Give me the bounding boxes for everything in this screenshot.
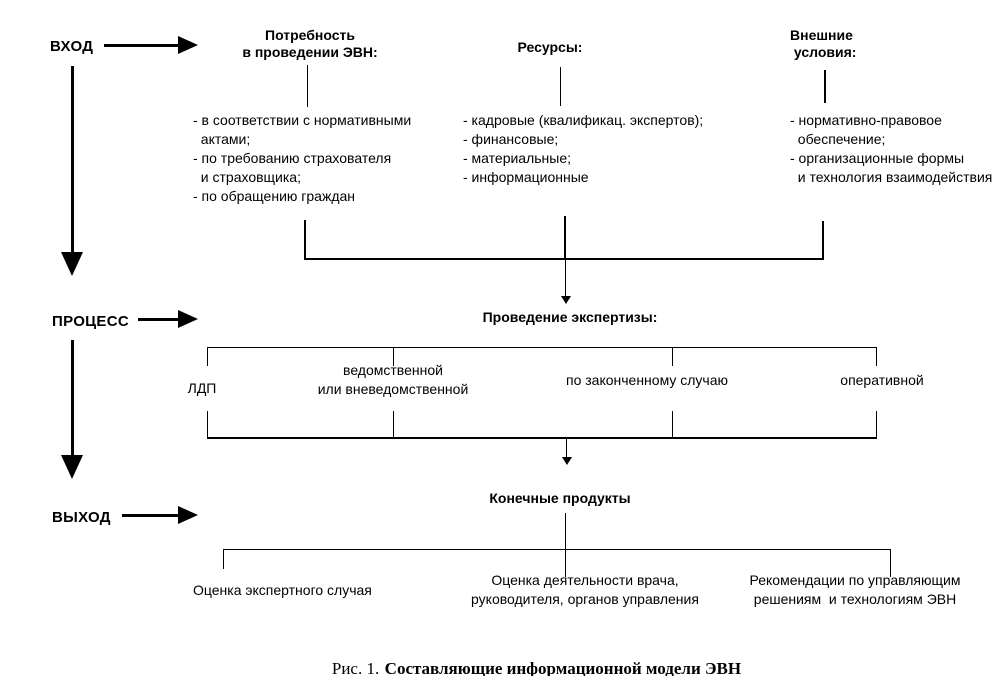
branch-label-departmental: ведомственной или вневедомственной	[317, 362, 469, 397]
caption-prefix: Рис. 1.	[331, 659, 380, 676]
branch-arrow-line	[566, 439, 567, 457]
product-label-expert-case: Оценка экспертного случая	[193, 582, 372, 598]
branch-top-line	[207, 347, 877, 348]
branch-label-completed-case: по законченному случаю	[565, 372, 728, 388]
collector-line	[304, 258, 824, 260]
collector-leg-resources	[564, 216, 566, 258]
branch-bottom-tick-1	[207, 411, 208, 437]
expertise-title: Проведение экспертизы:	[482, 309, 658, 325]
collector-leg-need	[304, 220, 306, 258]
need-column-connector	[307, 65, 308, 107]
resources-column-connector	[560, 67, 561, 106]
product-label-recommendations: Рекомендации по управляющим решениям и т…	[749, 572, 961, 607]
input-arrow-line	[104, 44, 178, 47]
process-arrow-line	[138, 318, 178, 321]
products-tick-left	[223, 549, 224, 569]
need-column-title: Потребность в проведении ЭВН:	[242, 27, 378, 60]
external-column-title: Внешние условия:	[790, 27, 857, 60]
branch-bottom-tick-3	[672, 411, 673, 437]
need-column-items: - в соответствии с нормативными актами; …	[193, 112, 412, 204]
collector-arrowhead-icon	[561, 296, 571, 304]
output-arrow-line	[122, 514, 178, 517]
output-arrowhead-icon	[178, 506, 198, 524]
branch-bottom-tick-2	[393, 411, 394, 437]
branch-label-operational: оперативной	[840, 372, 924, 388]
stage-process-label: ПРОЦЕСС	[52, 313, 129, 330]
stage-output-label: ВЫХОД	[52, 509, 111, 526]
resources-column-title: Ресурсы:	[517, 39, 583, 55]
input-down-line	[71, 66, 74, 252]
collector-leg-external	[822, 221, 824, 258]
branch-top-tick-1	[207, 347, 208, 366]
branch-label-ldp: ЛДП	[187, 380, 217, 396]
products-connector	[565, 513, 566, 549]
products-tick-right	[890, 549, 891, 577]
branch-top-tick-3	[672, 347, 673, 366]
external-column-connector	[824, 70, 826, 103]
stage-input-label: ВХОД	[50, 38, 94, 55]
figure-caption: Рис. 1.Составляющие информационной модел…	[50, 640, 1006, 676]
process-down-line	[71, 340, 74, 455]
external-column-items: - нормативно-правовое обеспечение; - орг…	[790, 112, 993, 185]
input-arrowhead-icon	[178, 36, 198, 54]
collector-arrow-line	[565, 260, 566, 296]
process-arrowhead-icon	[178, 310, 198, 328]
branch-arrowhead-icon	[562, 457, 572, 465]
product-label-doctor-assessment: Оценка деятельности врача, руководителя,…	[471, 572, 699, 607]
products-line	[223, 549, 891, 550]
resources-column-items: - кадровые (квалификац. экспертов); - фи…	[463, 112, 704, 185]
caption-title: Составляющие информационной модели ЭВН	[384, 659, 742, 676]
products-tick-center	[565, 549, 566, 577]
input-down-arrowhead-icon	[61, 252, 83, 276]
process-down-arrowhead-icon	[61, 455, 83, 479]
final-products-title: Конечные продукты	[489, 490, 631, 506]
branch-top-tick-2	[393, 347, 394, 366]
branch-bottom-tick-4	[876, 411, 877, 437]
branch-bottom-line	[207, 437, 877, 439]
branch-top-tick-4	[876, 347, 877, 366]
